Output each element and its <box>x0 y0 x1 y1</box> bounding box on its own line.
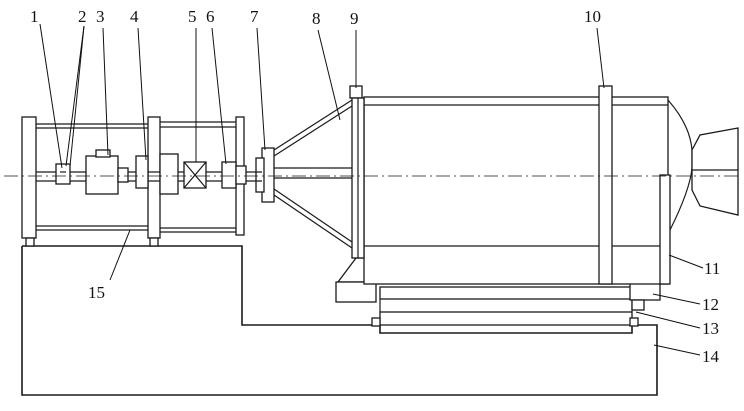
label-8: 8 <box>312 9 321 28</box>
callout-labels: 1 2 3 4 5 6 7 8 9 10 11 12 13 14 15 <box>30 7 720 366</box>
label-15: 15 <box>88 283 105 302</box>
foundation-base <box>21 245 658 396</box>
label-12: 12 <box>702 295 719 314</box>
outlet-cone <box>667 99 739 231</box>
drum-support-rail <box>379 286 633 326</box>
motor-unit <box>85 149 129 195</box>
label-1: 1 <box>30 7 39 26</box>
label-4: 4 <box>130 7 139 26</box>
drum-body <box>349 85 671 285</box>
leader-lines <box>39 23 704 356</box>
left-support-block <box>335 257 381 327</box>
label-9: 9 <box>350 9 359 28</box>
label-13: 13 <box>702 319 719 338</box>
torque-sensor <box>183 161 207 189</box>
label-2: 2 <box>78 7 87 26</box>
right-support-block <box>629 281 661 327</box>
sensor-unit <box>55 163 71 185</box>
label-3: 3 <box>96 7 105 26</box>
bearing-unit <box>221 161 247 189</box>
coupling-flange <box>255 147 275 203</box>
label-14: 14 <box>702 347 720 366</box>
label-6: 6 <box>206 7 215 26</box>
coupler-unit <box>135 153 179 195</box>
label-11: 11 <box>704 259 720 278</box>
label-7: 7 <box>250 7 259 26</box>
label-10: 10 <box>584 7 601 26</box>
label-5: 5 <box>188 7 197 26</box>
cone-frame <box>273 99 353 249</box>
